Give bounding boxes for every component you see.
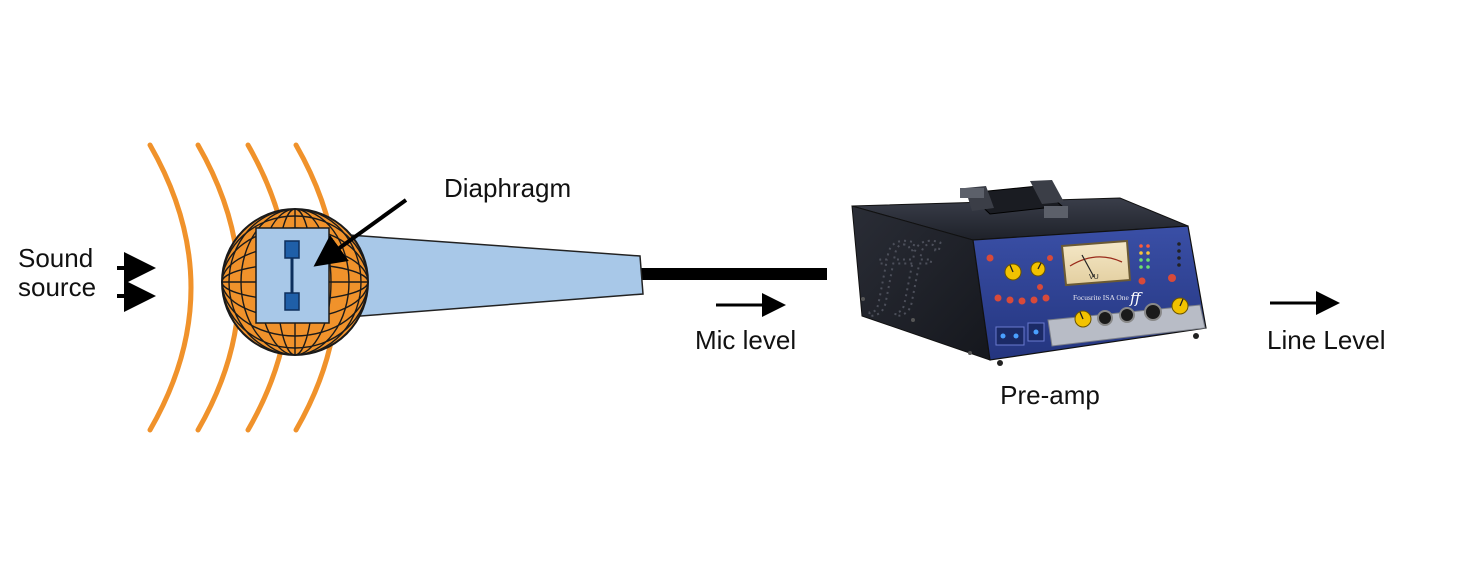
led-meter <box>1139 242 1181 269</box>
gain-knob-left <box>1004 263 1022 281</box>
gain-knob-right <box>1030 261 1046 277</box>
gain-knob-lower <box>1074 310 1092 328</box>
brand-logo-icon: ff <box>1129 289 1143 307</box>
sound-source-label: Sound source <box>18 243 128 303</box>
microphone-body <box>334 233 644 319</box>
jack-socket-1 <box>1097 310 1113 326</box>
panel-buttons <box>986 254 1176 346</box>
line-level-label: Line Level <box>1267 325 1386 355</box>
diaphragm-label: Diaphragm <box>444 173 572 203</box>
vu-meter-label: VU <box>1089 274 1099 281</box>
sound-source-label-line1: Sound <box>18 243 94 273</box>
sound-source-label-line2: source <box>18 272 97 303</box>
mic-level-label: Mic level <box>695 325 797 355</box>
sound-wave-1 <box>147 142 194 433</box>
diaphragm <box>255 227 330 324</box>
jack-socket-3 <box>1144 303 1162 321</box>
brand-name: Focusrite ISA One <box>1073 293 1130 302</box>
carry-handle <box>960 180 1068 218</box>
jack-socket-2 <box>1119 307 1135 323</box>
vu-meter: VU <box>1060 239 1132 287</box>
diaphragm-pointer-arrow <box>313 198 408 267</box>
preamp-label: Pre-amp <box>1000 380 1100 410</box>
output-knob <box>1171 297 1189 315</box>
preamp-device: ff VU Focusrite ISA One ff <box>851 180 1207 366</box>
